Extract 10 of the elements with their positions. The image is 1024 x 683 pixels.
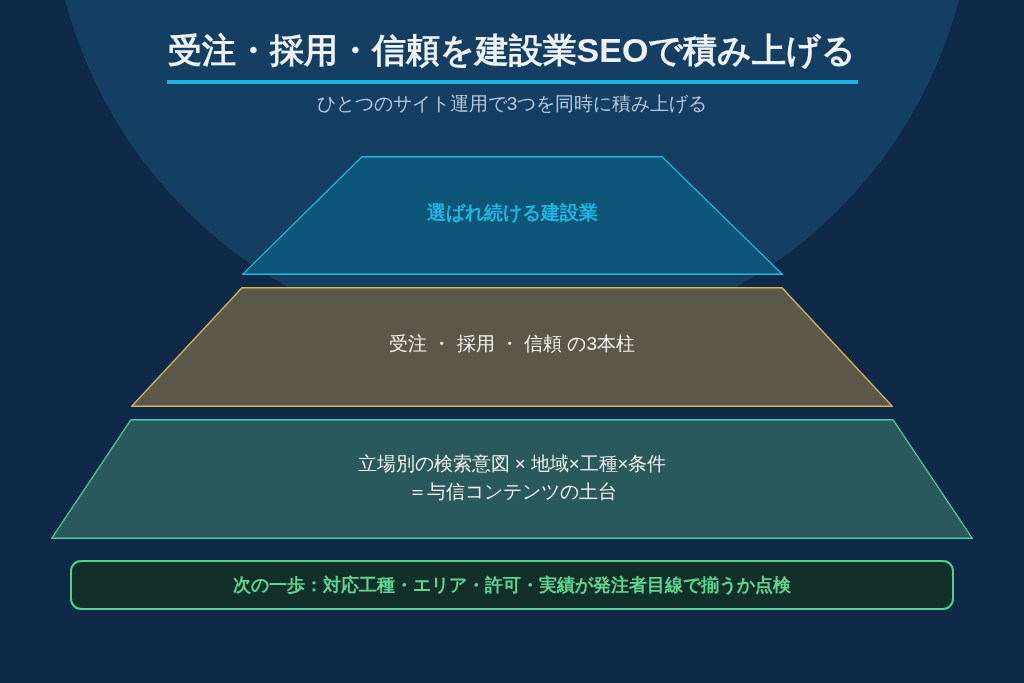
pyramid-tier	[131, 287, 893, 407]
tier-label: 立場別の検索意図 × 地域×工種×条件＝与信コンテンツの土台	[356, 452, 668, 504]
title: 受注・採用・信頼を建設業SEOで積み上げる	[167, 30, 857, 71]
tier-heading: 選ばれ続ける建設業	[427, 200, 598, 225]
callout-box	[70, 560, 954, 610]
pyramid-tier	[242, 156, 783, 275]
note-text: 次の一歩：対応工種・エリア・許可・実績が発注者目線で揃うか点検	[233, 574, 791, 597]
pyramid-tier	[51, 419, 973, 539]
tier-label: 受注 ・ 採用 ・ 信頼 の3本柱	[389, 332, 635, 356]
subtitle: ひとつのサイト運用で3つを同時に積み上げる	[316, 92, 708, 116]
